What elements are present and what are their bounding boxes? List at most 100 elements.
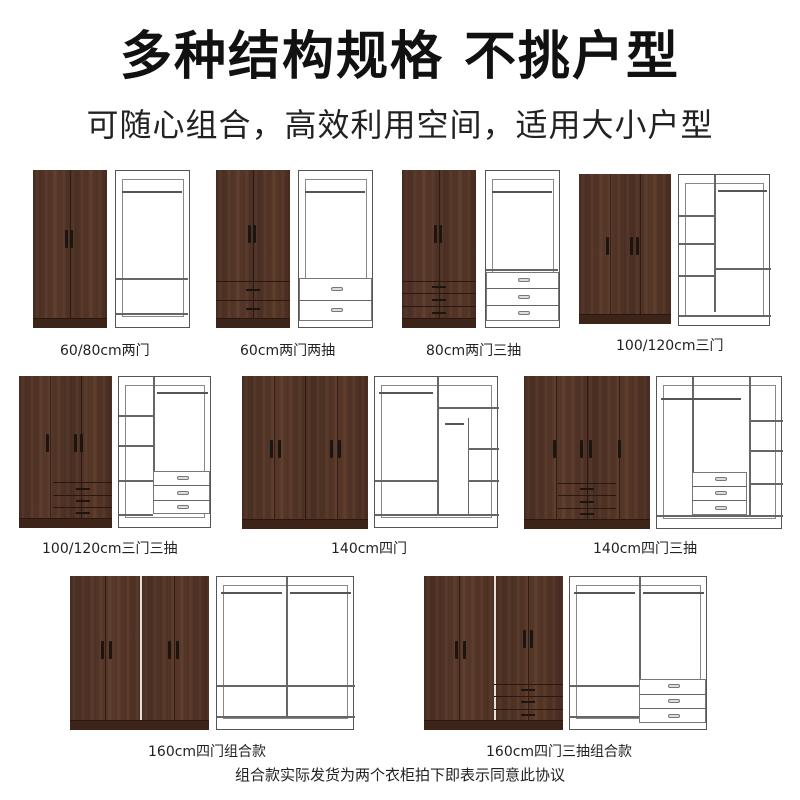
drawer-edge	[639, 708, 706, 710]
drawer-edge	[299, 299, 372, 301]
shelf	[657, 514, 783, 517]
door-seam	[640, 174, 642, 315]
plinth	[70, 720, 209, 730]
drawer-edge	[692, 486, 747, 488]
unit-gap	[493, 576, 496, 730]
drawer-pull-icon	[517, 294, 530, 299]
product-label: 60/80cm两门	[60, 343, 150, 359]
product-label: 100/120cm三门	[616, 338, 724, 354]
drawer-pull-icon	[714, 477, 727, 481]
product-label: 140cm四门三抽	[593, 541, 698, 557]
shelf	[748, 482, 783, 485]
drawer-edge	[493, 683, 563, 685]
drawer-pull-icon	[667, 713, 680, 718]
wardrobe-photo	[242, 376, 368, 529]
inner-frame	[576, 585, 701, 720]
door-seam	[273, 376, 275, 520]
wardrobe-photo	[402, 170, 476, 328]
door-handle-icon	[100, 640, 104, 659]
drawer-handle-icon	[246, 289, 260, 292]
drawer-edge	[486, 304, 559, 306]
divider	[748, 377, 751, 515]
plinth	[242, 519, 368, 529]
drawer-edge	[493, 708, 563, 710]
drawer-handle-icon	[432, 311, 446, 314]
drawer-pull-icon	[330, 287, 343, 292]
door-handle-icon	[253, 225, 257, 244]
product-label: 80cm两门三抽	[426, 343, 522, 359]
wardrobe-diagram	[656, 376, 783, 529]
drawer-handle-icon	[521, 701, 536, 704]
plinth	[216, 318, 290, 328]
drawer-edge	[558, 507, 616, 509]
door-handle-icon	[588, 440, 592, 459]
divider	[153, 377, 156, 514]
door-handle-icon	[629, 237, 633, 255]
drawer-handle-icon	[580, 488, 594, 491]
door-handle-icon	[277, 440, 281, 459]
drawer-handle-icon	[521, 689, 536, 691]
door-handle-icon	[553, 440, 557, 459]
wardrobe-diagram	[374, 376, 499, 528]
drawer-handle-icon	[521, 713, 536, 716]
drawer-pull-icon	[176, 490, 189, 495]
product-label: 60cm两门两抽	[240, 343, 336, 359]
shelf	[679, 214, 714, 217]
door-seam	[609, 174, 611, 315]
wardrobe-photo	[70, 576, 209, 730]
door-handle-icon	[45, 433, 49, 452]
drawer-edge	[153, 485, 210, 487]
drawer-handle-icon	[432, 298, 446, 301]
divider	[286, 577, 288, 716]
drawer-edge	[558, 495, 616, 497]
drawer-edge	[486, 288, 559, 290]
shelf	[217, 715, 355, 718]
wardrobe-photo	[524, 376, 650, 529]
drawer-handle-icon	[75, 499, 90, 502]
shelf	[119, 415, 154, 417]
door-seam	[174, 576, 176, 721]
shelf	[119, 480, 154, 483]
shelf	[375, 513, 499, 516]
wardrobe-diagram	[678, 174, 771, 326]
hanging-rod	[379, 392, 433, 395]
drawer-edge	[402, 293, 476, 295]
drawer-pull-icon	[714, 505, 727, 510]
shelf	[679, 243, 714, 246]
hanging-rod	[157, 392, 208, 395]
door-handle-icon	[109, 640, 113, 659]
door-seam	[50, 376, 51, 519]
drawer-edge	[153, 499, 210, 501]
door-handle-icon	[579, 440, 583, 459]
door-handle-icon	[167, 640, 171, 659]
door-handle-icon	[635, 237, 639, 255]
wardrobe-diagram	[216, 576, 355, 730]
hanging-rod	[122, 191, 182, 194]
wardrobe-photo	[579, 174, 671, 324]
hanging-rod	[643, 592, 704, 595]
wardrobe-diagram	[118, 376, 211, 528]
headline: 多种结构规格 不挑户型	[119, 27, 681, 87]
wardrobe-diagram	[115, 170, 190, 328]
door-handle-icon	[80, 433, 84, 452]
drawer-edge	[639, 693, 706, 695]
subline: 可随心组合，高效利用空间，适用大小户型	[86, 106, 714, 144]
plinth	[524, 519, 650, 529]
shelf	[570, 684, 639, 687]
drawer-handle-icon	[75, 487, 90, 490]
drawer-edge	[692, 500, 747, 502]
drawer-edge	[558, 483, 616, 485]
plinth	[402, 318, 476, 328]
footnote: 组合款实际发货为两个衣柜拍下即表示同意此协议	[234, 766, 565, 784]
hanging-rod	[444, 422, 464, 425]
door-handle-icon	[269, 440, 273, 459]
shelf	[286, 684, 355, 687]
door-handle-icon	[65, 230, 69, 249]
door-handle-icon	[434, 225, 438, 244]
shelf	[713, 267, 771, 270]
divider	[713, 175, 716, 312]
inner-frame	[381, 385, 492, 518]
shelf	[679, 275, 714, 278]
inner-frame	[122, 179, 184, 317]
inner-frame	[223, 585, 348, 720]
